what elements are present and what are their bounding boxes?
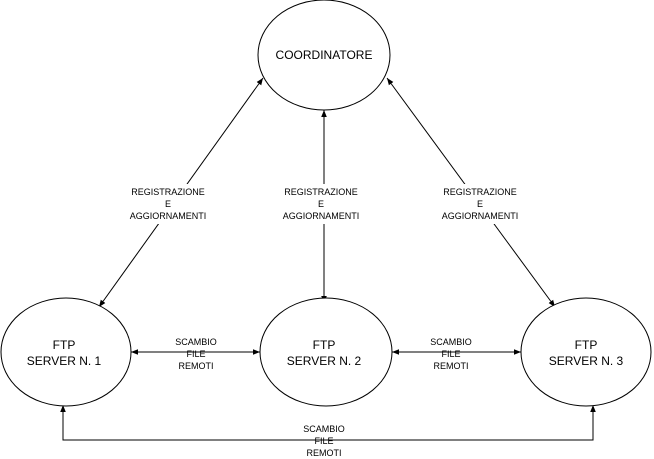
node-ftp-server-3: FTP SERVER N. 3 (520, 297, 652, 407)
edge-label-ftp1-ftp2: SCAMBIO FILE REMOTI (175, 337, 217, 371)
edge-label-line: REGISTRAZIONE (443, 187, 517, 197)
node-ftp-server-2-line1: FTP (313, 338, 336, 352)
node-ftp-server-3-line2: SERVER N. 3 (549, 354, 624, 368)
node-ftp-server-2: FTP SERVER N. 2 (259, 297, 393, 407)
edge-label-line: FILE (314, 436, 333, 446)
node-ftp-server-1-line2: SERVER N. 1 (27, 354, 102, 368)
edge-label-line: SCAMBIO (430, 337, 472, 347)
edge-label-line: FILE (441, 349, 460, 359)
edge-label-line: REGISTRAZIONE (284, 187, 358, 197)
node-coordinatore-label: COORDINATORE (276, 48, 373, 62)
node-ftp-server-3-line1: FTP (575, 338, 598, 352)
edge-label-line: AGGIORNAMENTI (130, 211, 207, 221)
edge-label-line: REMOTI (179, 361, 214, 371)
edge-label-ftp2-ftp3: SCAMBIO FILE REMOTI (430, 337, 472, 371)
edge-label-line: SCAMBIO (303, 424, 345, 434)
edge-label-line: AGGIORNAMENTI (442, 211, 519, 221)
edge-label-line: FILE (186, 349, 205, 359)
edge-label-ftp1-ftp3: SCAMBIO FILE REMOTI (303, 424, 345, 458)
edge-ftp1-ftp3 (60, 405, 596, 441)
node-coordinatore: COORDINATORE (257, 0, 391, 111)
edge-label-line: REMOTI (307, 448, 342, 458)
edge-label-line: SCAMBIO (175, 337, 217, 347)
edge-label-line: REMOTI (434, 361, 469, 371)
edge-label-coordinatore-ftp2: REGISTRAZIONE E AGGIORNAMENTI (275, 184, 367, 224)
node-ftp-server-1-line1: FTP (53, 338, 76, 352)
edge-label-line: E (165, 199, 171, 209)
edge-label-line: E (477, 199, 483, 209)
edge-label-coordinatore-ftp1: REGISTRAZIONE E AGGIORNAMENTI (122, 184, 214, 224)
edge-label-line: AGGIORNAMENTI (283, 211, 360, 221)
edge-label-coordinatore-ftp3: REGISTRAZIONE E AGGIORNAMENTI (434, 184, 526, 224)
edge-label-line: E (318, 199, 324, 209)
node-ftp-server-1: FTP SERVER N. 1 (0, 297, 132, 407)
node-ftp-server-2-line2: SERVER N. 2 (287, 354, 362, 368)
edge-label-line: REGISTRAZIONE (131, 187, 205, 197)
